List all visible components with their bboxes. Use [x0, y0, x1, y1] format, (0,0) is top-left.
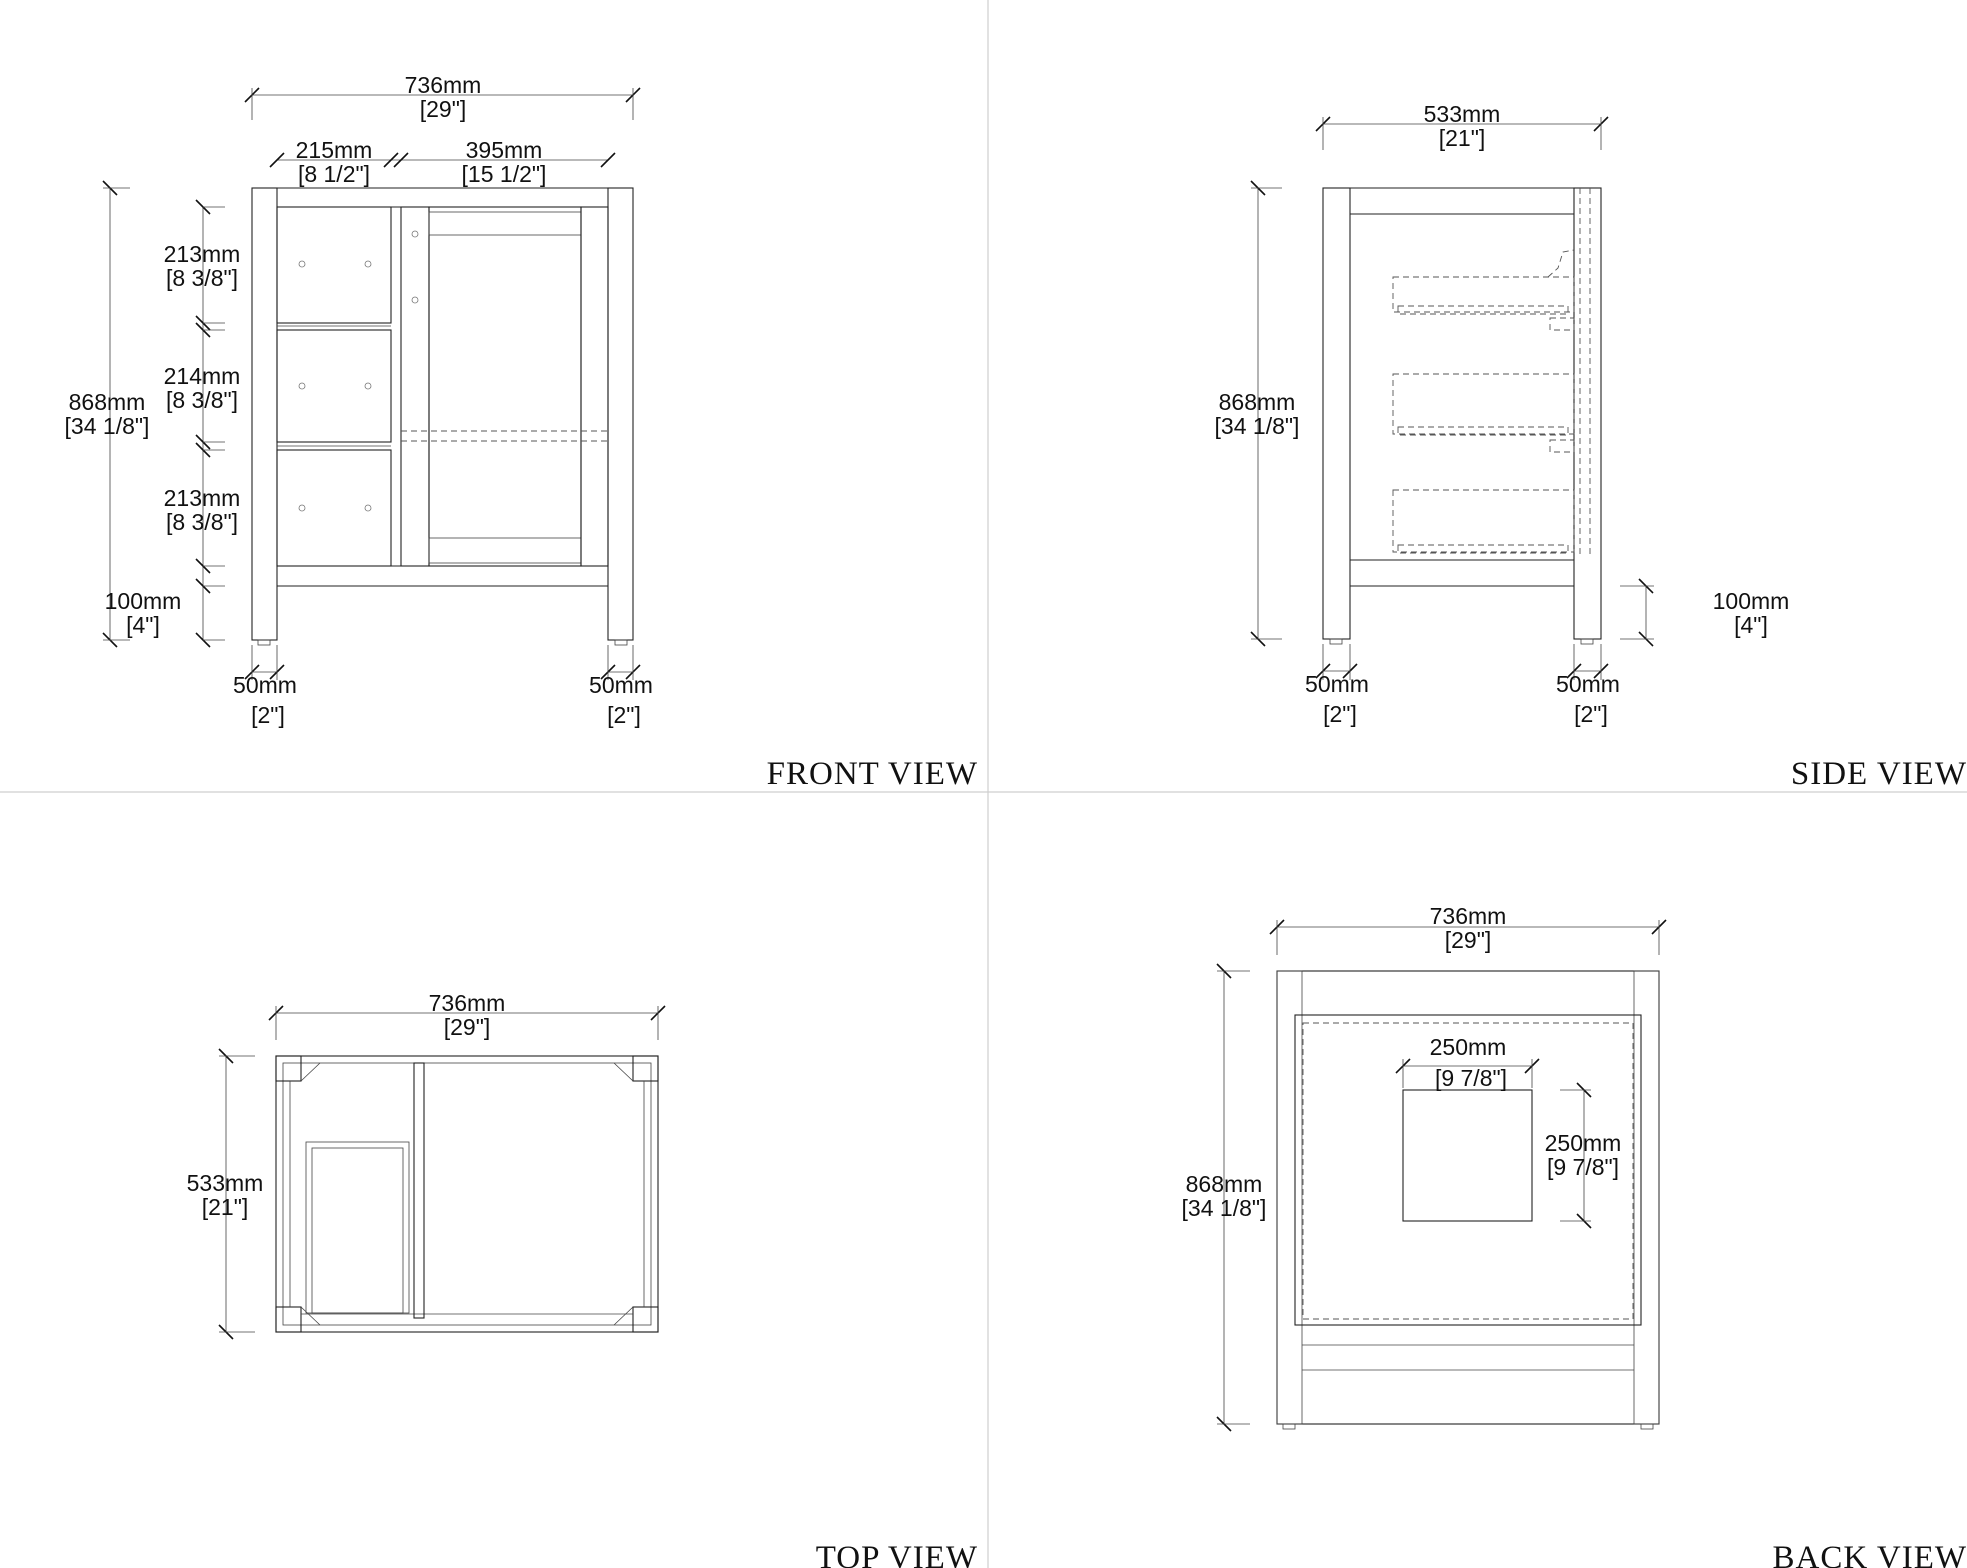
back-view: 736mm [29"] 868mm [34 1/8"] 250mm [9 7/8… [1182, 903, 1967, 1568]
back-overall-width-mm: 736mm [1430, 903, 1507, 929]
front-cabinet-drawing [251, 187, 634, 646]
side-dimension-lines [1250, 116, 1654, 680]
front-overall-width-in: [29"] [420, 96, 467, 122]
top-overall-depth-in: [21"] [202, 1194, 249, 1220]
back-cutout-height-in: [9 7/8"] [1547, 1154, 1619, 1180]
top-view-title: TOP VIEW [816, 1540, 978, 1568]
side-view: 533mm [21"] 868mm [34 1/8"] 100mm [4"] 5… [1215, 101, 1967, 792]
front-overall-width-mm: 736mm [405, 72, 482, 98]
front-door-width-in: [15 1/2"] [462, 161, 547, 187]
side-overall-depth-mm: 533mm [1424, 101, 1501, 127]
front-drawer1-height-in: [8 3/8"] [166, 265, 238, 291]
front-left-leg-width-in: [2"] [251, 702, 285, 728]
front-door-width-mm: 395mm [466, 137, 543, 163]
back-cabinet-drawing [1276, 970, 1660, 1430]
front-dimension-lines [102, 87, 641, 680]
front-right-leg-width-in: [2"] [607, 702, 641, 728]
top-dimension-lines [218, 1005, 666, 1340]
back-cutout-height-mm: 250mm [1545, 1130, 1622, 1156]
front-overall-height-mm: 868mm [69, 389, 146, 415]
top-overall-depth-mm: 533mm [187, 1170, 264, 1196]
side-left-leg-width-mm: 50mm [1305, 671, 1369, 697]
side-right-leg-width-mm: 50mm [1556, 671, 1620, 697]
front-drawer1-height-mm: 213mm [164, 241, 241, 267]
side-cabinet-drawing [1322, 187, 1602, 645]
back-dimension-lines [1216, 919, 1667, 1432]
side-overall-depth-in: [21"] [1439, 125, 1486, 151]
side-leg-height-in: [4"] [1734, 612, 1768, 638]
back-cutout-width-in: [9 7/8"] [1435, 1065, 1507, 1091]
front-view-title: FRONT VIEW [767, 756, 978, 792]
front-overall-height-in: [34 1/8"] [65, 413, 150, 439]
front-drawer3-height-mm: 213mm [164, 485, 241, 511]
back-overall-height-in: [34 1/8"] [1182, 1195, 1267, 1221]
front-right-leg-width-mm: 50mm [589, 672, 653, 698]
back-view-title: BACK VIEW [1773, 1540, 1967, 1568]
front-left-leg-width-mm: 50mm [233, 672, 297, 698]
back-cutout-width-mm: 250mm [1430, 1034, 1507, 1060]
side-left-leg-width-in: [2"] [1323, 701, 1357, 727]
front-leg-height-mm: 100mm [105, 588, 182, 614]
top-view: 736mm [29"] 533mm [21"] TOP VIEW [187, 990, 978, 1568]
back-overall-height-mm: 868mm [1186, 1171, 1263, 1197]
front-drawer-width-in: [8 1/2"] [298, 161, 370, 187]
front-leg-height-in: [4"] [126, 612, 160, 638]
side-overall-height-in: [34 1/8"] [1215, 413, 1300, 439]
front-drawer-width-mm: 215mm [296, 137, 373, 163]
side-leg-height-mm: 100mm [1713, 588, 1790, 614]
side-overall-height-mm: 868mm [1219, 389, 1296, 415]
front-drawer2-height-in: [8 3/8"] [166, 387, 238, 413]
front-drawer2-height-mm: 214mm [164, 363, 241, 389]
front-view: 736mm [29"] 215mm [8 1/2"] 395mm [15 1/2… [65, 72, 978, 792]
front-drawer3-height-in: [8 3/8"] [166, 509, 238, 535]
top-cabinet-drawing [275, 1055, 659, 1333]
side-view-title: SIDE VIEW [1791, 756, 1967, 792]
top-overall-width-in: [29"] [444, 1014, 491, 1040]
side-right-leg-width-in: [2"] [1574, 701, 1608, 727]
back-overall-width-in: [29"] [1445, 927, 1492, 953]
top-overall-width-mm: 736mm [429, 990, 506, 1016]
